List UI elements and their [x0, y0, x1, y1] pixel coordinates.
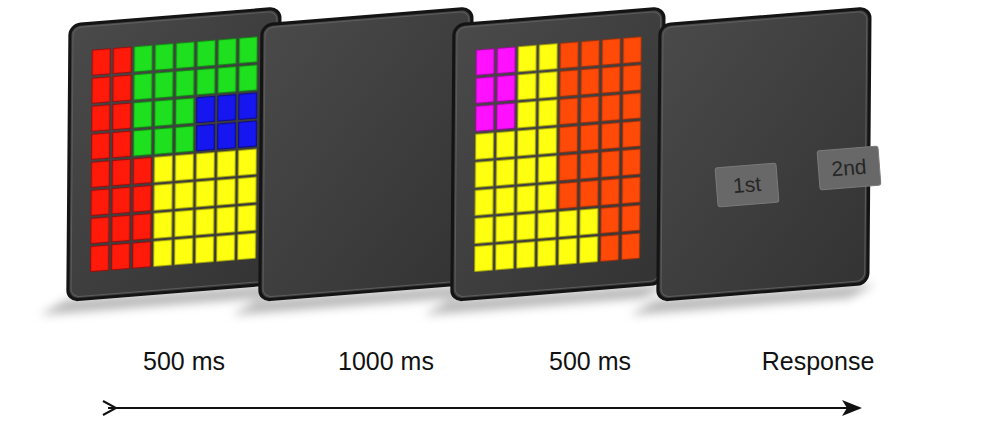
time-arrow: [103, 400, 862, 416]
duration-label: 1000 ms: [338, 347, 434, 376]
duration-label: 500 ms: [143, 347, 225, 376]
button-label: 1st: [732, 172, 762, 198]
screen-panel: [452, 8, 664, 300]
button-label: 2nd: [831, 155, 868, 182]
screen-panel: [260, 8, 472, 300]
screen-panel: [68, 8, 280, 300]
duration-label: 500 ms: [549, 347, 631, 376]
duration-label: Response: [762, 347, 875, 376]
response-button: 2nd: [817, 146, 882, 191]
response-button: 1st: [715, 163, 780, 208]
